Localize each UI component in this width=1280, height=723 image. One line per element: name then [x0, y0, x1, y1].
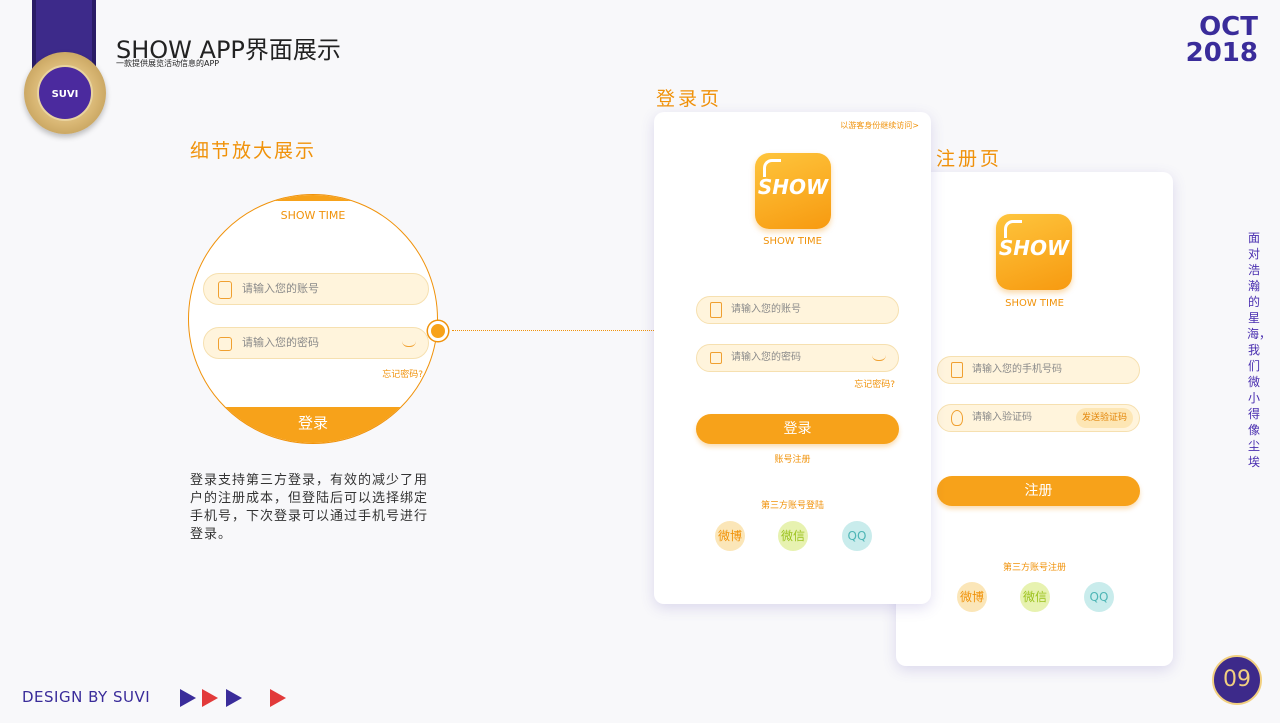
phone-icon	[218, 281, 232, 299]
zoom-brand-text: SHOW TIME	[280, 209, 346, 222]
guest-access-link[interactable]: 以游客身份继续访问>	[840, 121, 919, 130]
send-code-button[interactable]: 发送验证码	[1075, 408, 1133, 428]
detail-zoom-circle: SHOW TIME 请输入您的账号 请输入您的密码 忘记密码? 登录	[188, 194, 438, 444]
vertical-slogan: 面对浩瀚的星海，我们微小得像尘埃	[1247, 231, 1272, 469]
detail-description: 登录支持第三方登录，有效的减少了用户的注册成本，但登陆后可以选择绑定手机号，下次…	[190, 473, 429, 542]
account-placeholder: 请输入您的账号	[731, 304, 801, 315]
connector-dot-left	[428, 321, 448, 341]
zoom-forgot-link[interactable]: 忘记密码?	[382, 370, 423, 380]
phone-input[interactable]: 请输入您的手机号码	[937, 356, 1140, 384]
account-register-link[interactable]: 账号注册	[774, 455, 811, 465]
phone-icon	[710, 302, 722, 318]
weibo-icon[interactable]: 微博	[957, 582, 987, 612]
app-icon-text: SHOW	[998, 236, 1070, 260]
zoom-top-bar	[189, 195, 437, 201]
wechat-icon[interactable]: 微信	[1020, 582, 1050, 612]
wechat-icon[interactable]: 微信	[778, 521, 808, 551]
zoom-password-placeholder: 请输入您的密码	[242, 336, 319, 349]
lock-icon	[710, 352, 722, 364]
page-number-badge: 09	[1212, 655, 1262, 705]
third-party-login-label: 第三方账号登陆	[760, 501, 824, 511]
register-page-card: SHOW SHOW TIME 请输入您的手机号码 请输入验证码 发送验证码 注册…	[896, 172, 1173, 666]
qq-icon[interactable]: QQ	[842, 521, 872, 551]
weibo-icon[interactable]: 微博	[715, 521, 745, 551]
login-brand-text: SHOW TIME	[763, 236, 822, 247]
medal-badge-text: SUVI	[37, 65, 93, 121]
zoom-login-button[interactable]: 登录	[189, 407, 437, 443]
date-month: OCT	[1199, 12, 1258, 42]
phone-icon	[951, 362, 963, 378]
app-icon-text: SHOW	[757, 175, 829, 199]
logo-arc	[763, 159, 781, 177]
logo-arc	[1004, 220, 1022, 238]
forgot-password-link[interactable]: 忘记密码?	[854, 380, 895, 390]
design-by-credit: DESIGN BY SUVI	[22, 688, 151, 706]
lock-icon	[218, 337, 232, 351]
code-input[interactable]: 请输入验证码 发送验证码	[937, 404, 1140, 432]
eye-closed-icon[interactable]	[872, 355, 886, 361]
phone-placeholder: 请输入您的手机号码	[972, 364, 1062, 375]
zoom-account-placeholder: 请输入您的账号	[242, 282, 319, 295]
show-app-icon: SHOW	[755, 153, 831, 229]
shield-icon	[951, 410, 963, 426]
login-button[interactable]: 登录	[696, 414, 899, 444]
play-arrow-icon	[226, 689, 242, 707]
suvi-medal-logo: SUVI	[24, 52, 106, 134]
show-app-icon: SHOW	[996, 214, 1072, 290]
login-page-card: 以游客身份继续访问> SHOW SHOW TIME 请输入您的账号 请输入您的密…	[654, 112, 931, 604]
page-subtitle: 一款提供展览活动信息的APP	[116, 59, 220, 68]
zoom-password-field[interactable]: 请输入您的密码	[203, 327, 429, 359]
register-brand-text: SHOW TIME	[1005, 298, 1064, 309]
zoom-account-field[interactable]: 请输入您的账号	[203, 273, 429, 305]
qq-icon[interactable]: QQ	[1084, 582, 1114, 612]
password-placeholder: 请输入您的密码	[731, 352, 801, 363]
register-third-party-label: 第三方账号注册	[1002, 563, 1066, 573]
login-page-label: 登录页	[656, 88, 723, 110]
play-arrow-icon	[180, 689, 196, 707]
detail-section-title: 细节放大展示	[190, 140, 317, 162]
page-title: SHOW APP界面展示	[116, 36, 341, 64]
play-arrow-icon	[202, 689, 218, 707]
eye-closed-icon[interactable]	[402, 341, 416, 347]
play-arrow-icon	[270, 689, 286, 707]
register-page-label: 注册页	[936, 148, 1003, 170]
register-button[interactable]: 注册	[937, 476, 1140, 506]
date-block: OCT 2018	[1186, 14, 1258, 66]
account-input[interactable]: 请输入您的账号	[696, 296, 899, 324]
code-placeholder: 请输入验证码	[972, 412, 1032, 423]
password-input[interactable]: 请输入您的密码	[696, 344, 899, 372]
connector-line	[452, 330, 688, 331]
date-year: 2018	[1185, 38, 1258, 68]
